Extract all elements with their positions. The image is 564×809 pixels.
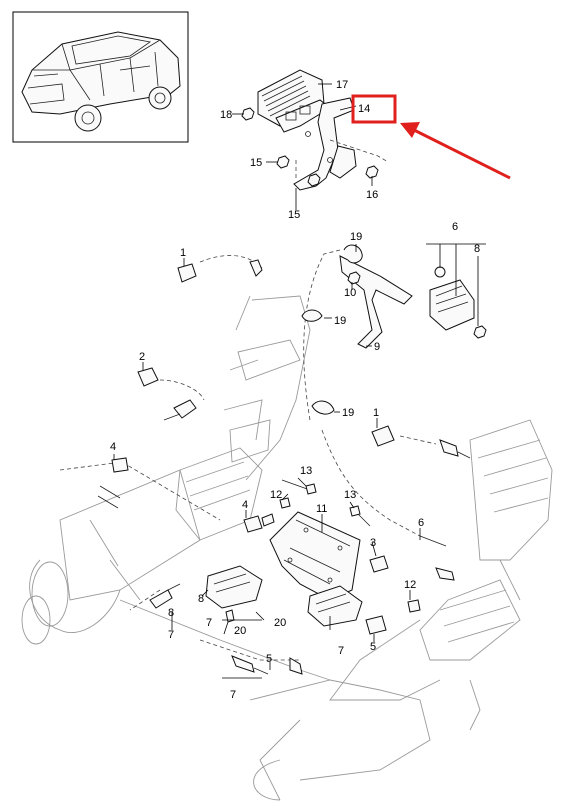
callout-17: 17 [336, 79, 348, 91]
callout-14: 14 [358, 103, 370, 115]
callout-7-b: 7 [338, 645, 344, 657]
highlight-arrow-shaft [413, 128, 511, 180]
control-unit-8-top [339, 243, 487, 349]
callout-3: 3 [370, 537, 376, 549]
callout-8-a: 8 [474, 243, 480, 255]
highlight-annotation [351, 94, 511, 180]
highlight-box [351, 94, 397, 124]
callout-5-a: 5 [266, 653, 272, 665]
sensor-4b [243, 513, 275, 533]
group-brackets [222, 619, 262, 679]
small-nuts-top [241, 107, 379, 187]
exhaust-system [21, 295, 553, 801]
callout-1-b: 1 [373, 407, 379, 419]
fasteners-13-12 [279, 479, 371, 527]
callout-4-b: 4 [242, 499, 248, 511]
callout-12-a: 12 [270, 489, 282, 501]
callout-19-c: 19 [342, 407, 354, 419]
callout-7-d: 7 [230, 689, 236, 701]
highlight-arrow-head [400, 122, 420, 138]
callout-19-a: 19 [350, 231, 362, 243]
callout-8-b: 8 [198, 593, 204, 605]
callout-4: 4 [110, 441, 116, 453]
callout-12-b: 12 [404, 579, 416, 591]
callout-20-b: 20 [274, 617, 286, 629]
callout-15-a: 15 [250, 157, 262, 169]
callout-2: 2 [139, 351, 145, 363]
callout-18: 18 [220, 109, 232, 121]
sensor-8-left [149, 583, 181, 609]
callout-16: 16 [366, 189, 378, 201]
callout-20-a: 20 [234, 625, 246, 637]
sensor-1-top [177, 259, 263, 283]
sensor-1-right [371, 425, 471, 459]
callout-6-a: 6 [452, 221, 458, 233]
callout-5-b: 5 [370, 641, 376, 653]
control-unit-8-left [205, 565, 263, 623]
sensor-2 [137, 367, 197, 421]
sensor-4 [97, 457, 129, 509]
callout-13-a: 13 [300, 465, 312, 477]
clips-19 [301, 244, 363, 415]
callout-6-b: 6 [418, 517, 424, 529]
callout-1-a: 1 [180, 247, 186, 259]
control-unit-7 [307, 585, 363, 627]
leader-lines [113, 83, 421, 670]
sensor-6 [369, 535, 455, 581]
callout-7-a: 7 [168, 629, 174, 641]
sensor-7-bottom [231, 655, 303, 675]
cable-routes [59, 249, 437, 661]
control-unit-17 [257, 69, 331, 133]
callout-labels: 17 14 18 15 15 16 6 19 8 10 19 9 1 2 19 … [110, 79, 480, 701]
callout-13-b: 13 [344, 489, 356, 501]
vehicle-thumbnail [12, 11, 189, 143]
callout-15-b: 15 [288, 209, 300, 221]
bracket-11 [269, 511, 361, 601]
sensor-5 [365, 599, 421, 635]
callout-8-c: 8 [168, 607, 174, 619]
callout-9: 9 [374, 341, 380, 353]
callout-7-c: 7 [206, 617, 212, 629]
callout-11: 11 [316, 503, 327, 515]
callout-10: 10 [344, 287, 356, 299]
callout-19-b: 19 [334, 315, 346, 327]
